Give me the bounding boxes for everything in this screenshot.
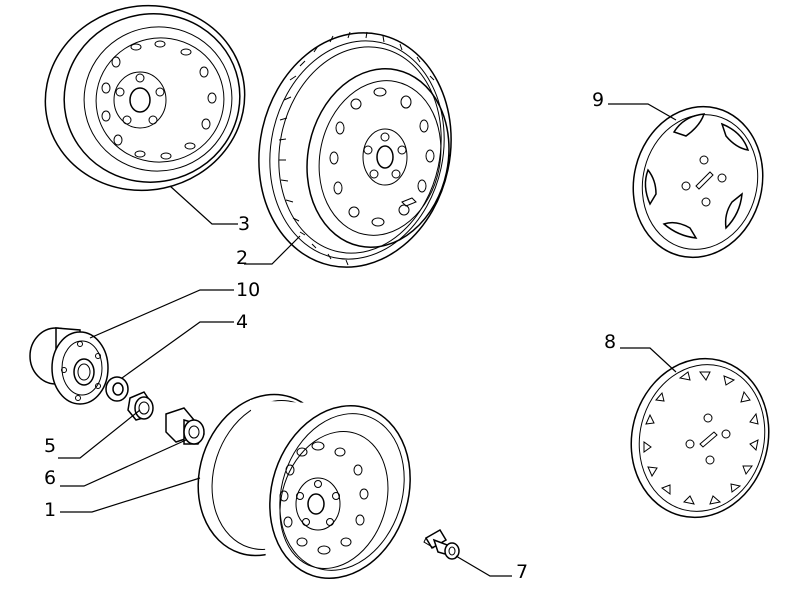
callout-1: 1 [44, 499, 56, 521]
part-6-long-nut[interactable] [165, 407, 205, 445]
callout-labels: 3 2 10 4 5 6 1 7 9 8 [44, 89, 616, 583]
callout-5: 5 [44, 435, 56, 457]
callout-8: 8 [604, 331, 616, 353]
part-3-steel-rim[interactable] [28, 0, 262, 209]
callout-6: 6 [44, 467, 56, 489]
callout-4: 4 [236, 311, 248, 333]
callout-2: 2 [236, 247, 248, 269]
part-8-hubcap-multi-slot[interactable] [615, 344, 786, 532]
callout-10: 10 [236, 279, 260, 301]
part-1-steel-rim[interactable] [178, 377, 432, 597]
part-4-washer[interactable] [105, 376, 129, 402]
callout-9: 9 [592, 89, 604, 111]
part-5-short-nut[interactable] [127, 391, 154, 421]
callout-3: 3 [238, 213, 250, 235]
part-9-hubcap-five-slot[interactable] [618, 93, 779, 271]
part-7-bolt[interactable] [423, 528, 460, 560]
part-2-wheel-with-tyre[interactable] [238, 15, 473, 285]
callout-7: 7 [516, 561, 528, 583]
leader-lines [58, 103, 677, 577]
part-10-hub[interactable] [29, 327, 109, 405]
